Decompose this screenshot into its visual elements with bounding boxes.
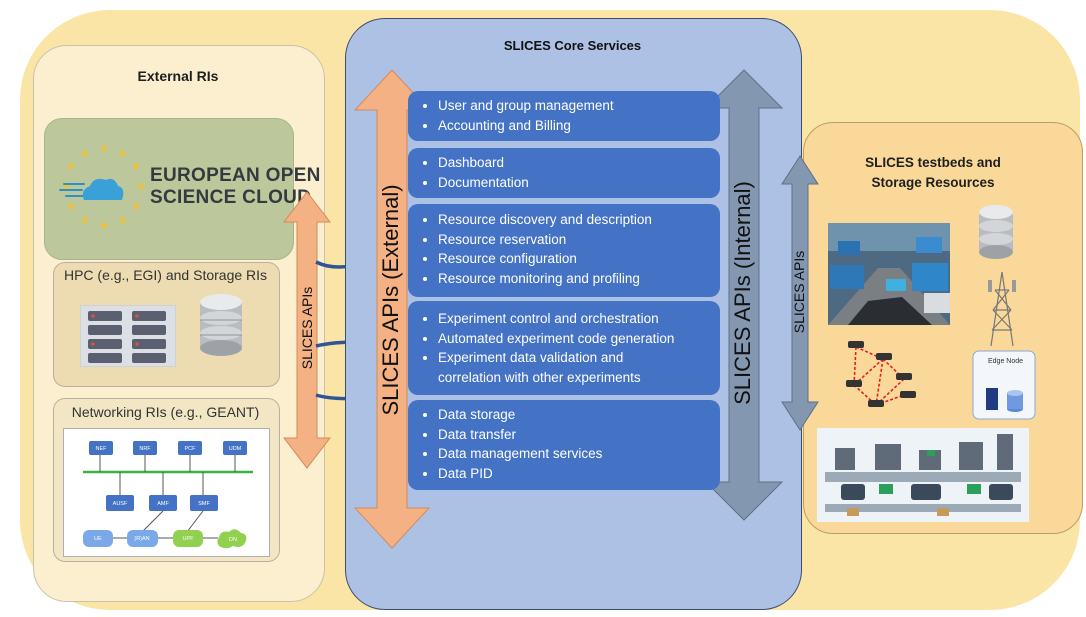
- net-node-label: DN: [229, 537, 237, 543]
- testbeds-title: SLICES testbeds and Storage Resources: [838, 153, 1028, 193]
- core-services-title: SLICES Core Services: [503, 38, 642, 53]
- service-item: Documentation: [438, 173, 720, 193]
- svg-text:★: ★: [66, 161, 76, 173]
- net-node-label: AMF: [157, 501, 169, 507]
- left-api-arrow: [282, 191, 332, 469]
- right-api-label: SLICES APIs: [791, 250, 807, 334]
- net-node-label: UE: [94, 536, 102, 542]
- external-api-label: SLICES APIs (External): [378, 184, 403, 416]
- service-item: User and group management: [438, 96, 720, 116]
- cell-tower-icon: [988, 271, 1016, 347]
- networking-ris-title: Networking RIs (e.g., GEANT): [71, 404, 260, 420]
- industrial-factory-illustration: [817, 428, 1029, 522]
- svg-text:★: ★: [131, 161, 141, 173]
- svg-text:★: ★: [61, 181, 71, 193]
- svg-text:★: ★: [136, 181, 146, 193]
- net-node-label: NRF: [139, 446, 151, 452]
- service-item: Experiment data validation and: [438, 348, 720, 368]
- service-item-continuation: correlation with other experiments: [438, 369, 641, 385]
- svg-text:★: ★: [118, 215, 128, 227]
- net-node-label: UDM: [229, 446, 242, 452]
- eosc-logo-text: EUROPEAN OPEN SCIENCE CLOUD: [150, 165, 321, 209]
- eu-stars-cloud-icon: ★★★ ★★★ ★★★ ★★★: [59, 143, 146, 232]
- service-box-data: Data storage Data transfer Data manageme…: [408, 400, 720, 490]
- service-item: Data management services: [438, 444, 720, 464]
- service-item: Resource reservation: [438, 230, 720, 250]
- testbeds-title-line2: Storage Resources: [871, 175, 995, 190]
- testbed-database-icon: [979, 205, 1013, 259]
- edge-node-icon: [972, 350, 1036, 420]
- service-box-experiments: Experiment control and orchestration Aut…: [408, 301, 720, 395]
- svg-text:★: ★: [99, 143, 109, 155]
- svg-text:★: ★: [99, 220, 109, 232]
- service-item: Automated experiment code generation: [438, 329, 720, 349]
- right-api-arrow: [781, 155, 819, 431]
- service-item: Resource monitoring and profiling: [438, 269, 720, 289]
- edge-node-label: Edge Node: [987, 358, 1024, 365]
- network-architecture-svg: NEF NRF PCF UDM AUSF AMF SMF UE (R)AN UP…: [83, 441, 253, 549]
- net-node-label: (R)AN: [134, 536, 149, 542]
- testbed-photo: [828, 223, 950, 325]
- service-box-user-accounting: User and group management Accounting and…: [408, 91, 720, 141]
- service-item: Data PID: [438, 464, 720, 484]
- svg-text:★: ★: [131, 201, 141, 213]
- testbeds-title-line1: SLICES testbeds and: [865, 155, 1001, 170]
- server-rack-icon: [80, 305, 176, 367]
- net-node-label: AUSF: [113, 501, 128, 507]
- service-item: Data storage: [438, 405, 720, 425]
- net-node-label: SMF: [198, 501, 210, 507]
- eosc-line1: EUROPEAN OPEN: [150, 165, 321, 186]
- service-item: Dashboard: [438, 153, 720, 173]
- net-node-label: PCF: [185, 446, 197, 452]
- mesh-network-icon: [846, 341, 916, 407]
- eosc-line2: SCIENCE CLOUD: [150, 187, 312, 208]
- service-item: Data transfer: [438, 425, 720, 445]
- service-item: Resource configuration: [438, 249, 720, 269]
- service-box-dashboard: Dashboard Documentation: [408, 148, 720, 198]
- svg-text:★: ★: [80, 215, 90, 227]
- internal-api-arrow: [704, 69, 784, 521]
- database-icon: [200, 294, 242, 356]
- svg-text:★: ★: [118, 148, 128, 160]
- service-item: Experiment control and orchestration: [438, 309, 720, 329]
- internal-api-label: SLICES APIs (Internal): [730, 181, 755, 405]
- service-item: Accounting and Billing: [438, 116, 720, 136]
- hpc-storage-title: HPC (e.g., EGI) and Storage RIs: [63, 267, 268, 283]
- svg-text:★: ★: [66, 201, 76, 213]
- external-ris-title: External RIs: [137, 68, 219, 84]
- net-node-label: UPF: [183, 536, 195, 542]
- service-box-resources: Resource discovery and description Resou…: [408, 204, 720, 297]
- svg-text:★: ★: [80, 148, 90, 160]
- net-node-label: NEF: [96, 446, 108, 452]
- service-item: Resource discovery and description: [438, 210, 720, 230]
